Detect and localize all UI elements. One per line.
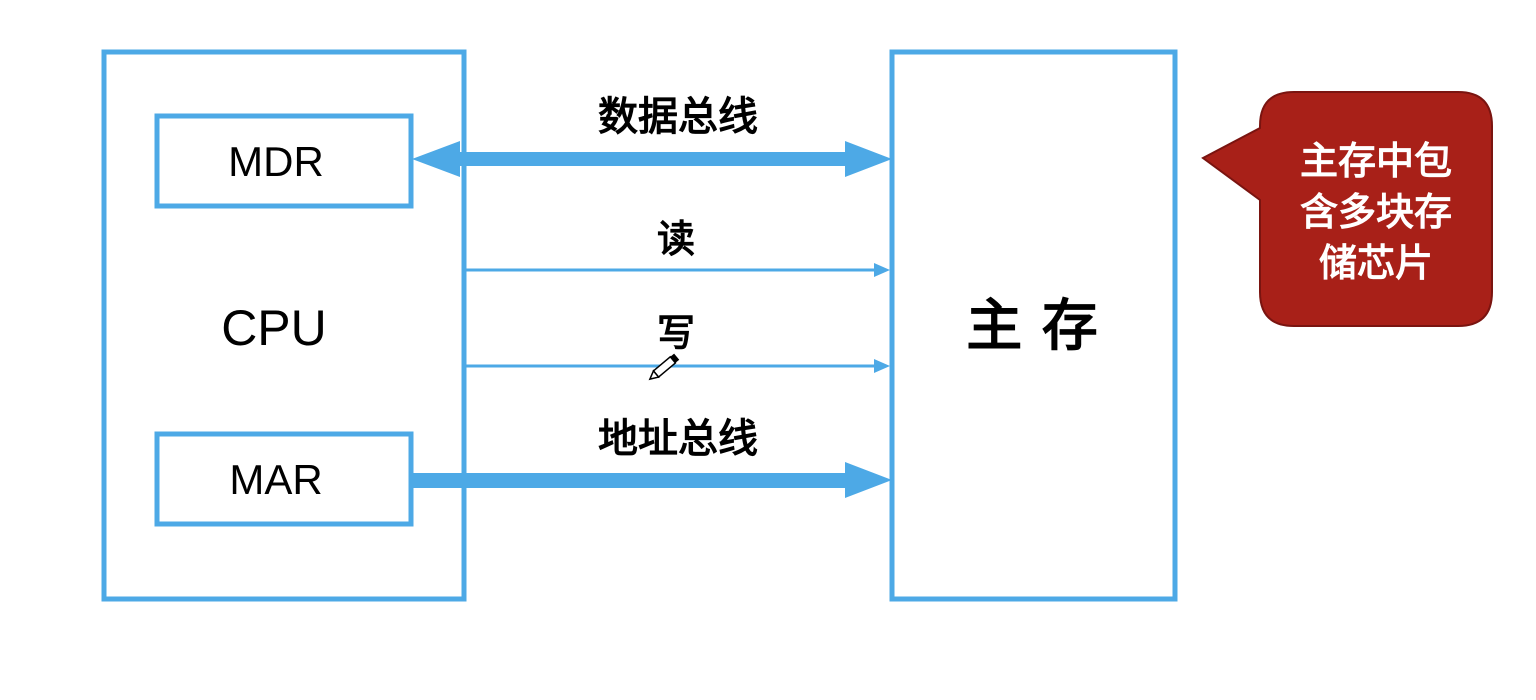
read-arrowhead (874, 263, 890, 277)
cpu-box (101, 49, 467, 602)
callout-line-2: 含多块存 (1300, 190, 1452, 234)
memory-box (889, 49, 1178, 602)
read-label: 读 (657, 217, 695, 261)
pen-cursor-icon (648, 353, 680, 381)
mar-label: MAR (229, 456, 322, 503)
address-bus-label: 地址总线 (598, 416, 758, 462)
write-arrowhead (874, 359, 890, 373)
cpu-label: CPU (221, 300, 327, 356)
write-label: 写 (657, 311, 695, 355)
callout-line-3: 储芯片 (1319, 241, 1433, 285)
callout-bubble (1201, 91, 1493, 327)
data-bus-shaft (452, 152, 852, 166)
mdr-box (154, 113, 414, 209)
data-bus-left-arrowhead (412, 141, 460, 177)
address-bus-arrowhead (845, 462, 892, 498)
memory-label: 主 存 (966, 294, 1098, 359)
address-bus-shaft (411, 473, 851, 488)
data-bus-label: 数据总线 (598, 94, 758, 140)
data-bus-right-arrowhead (845, 141, 892, 177)
callout-line-1: 主存中包 (1300, 139, 1452, 183)
mdr-label: MDR (228, 138, 324, 185)
